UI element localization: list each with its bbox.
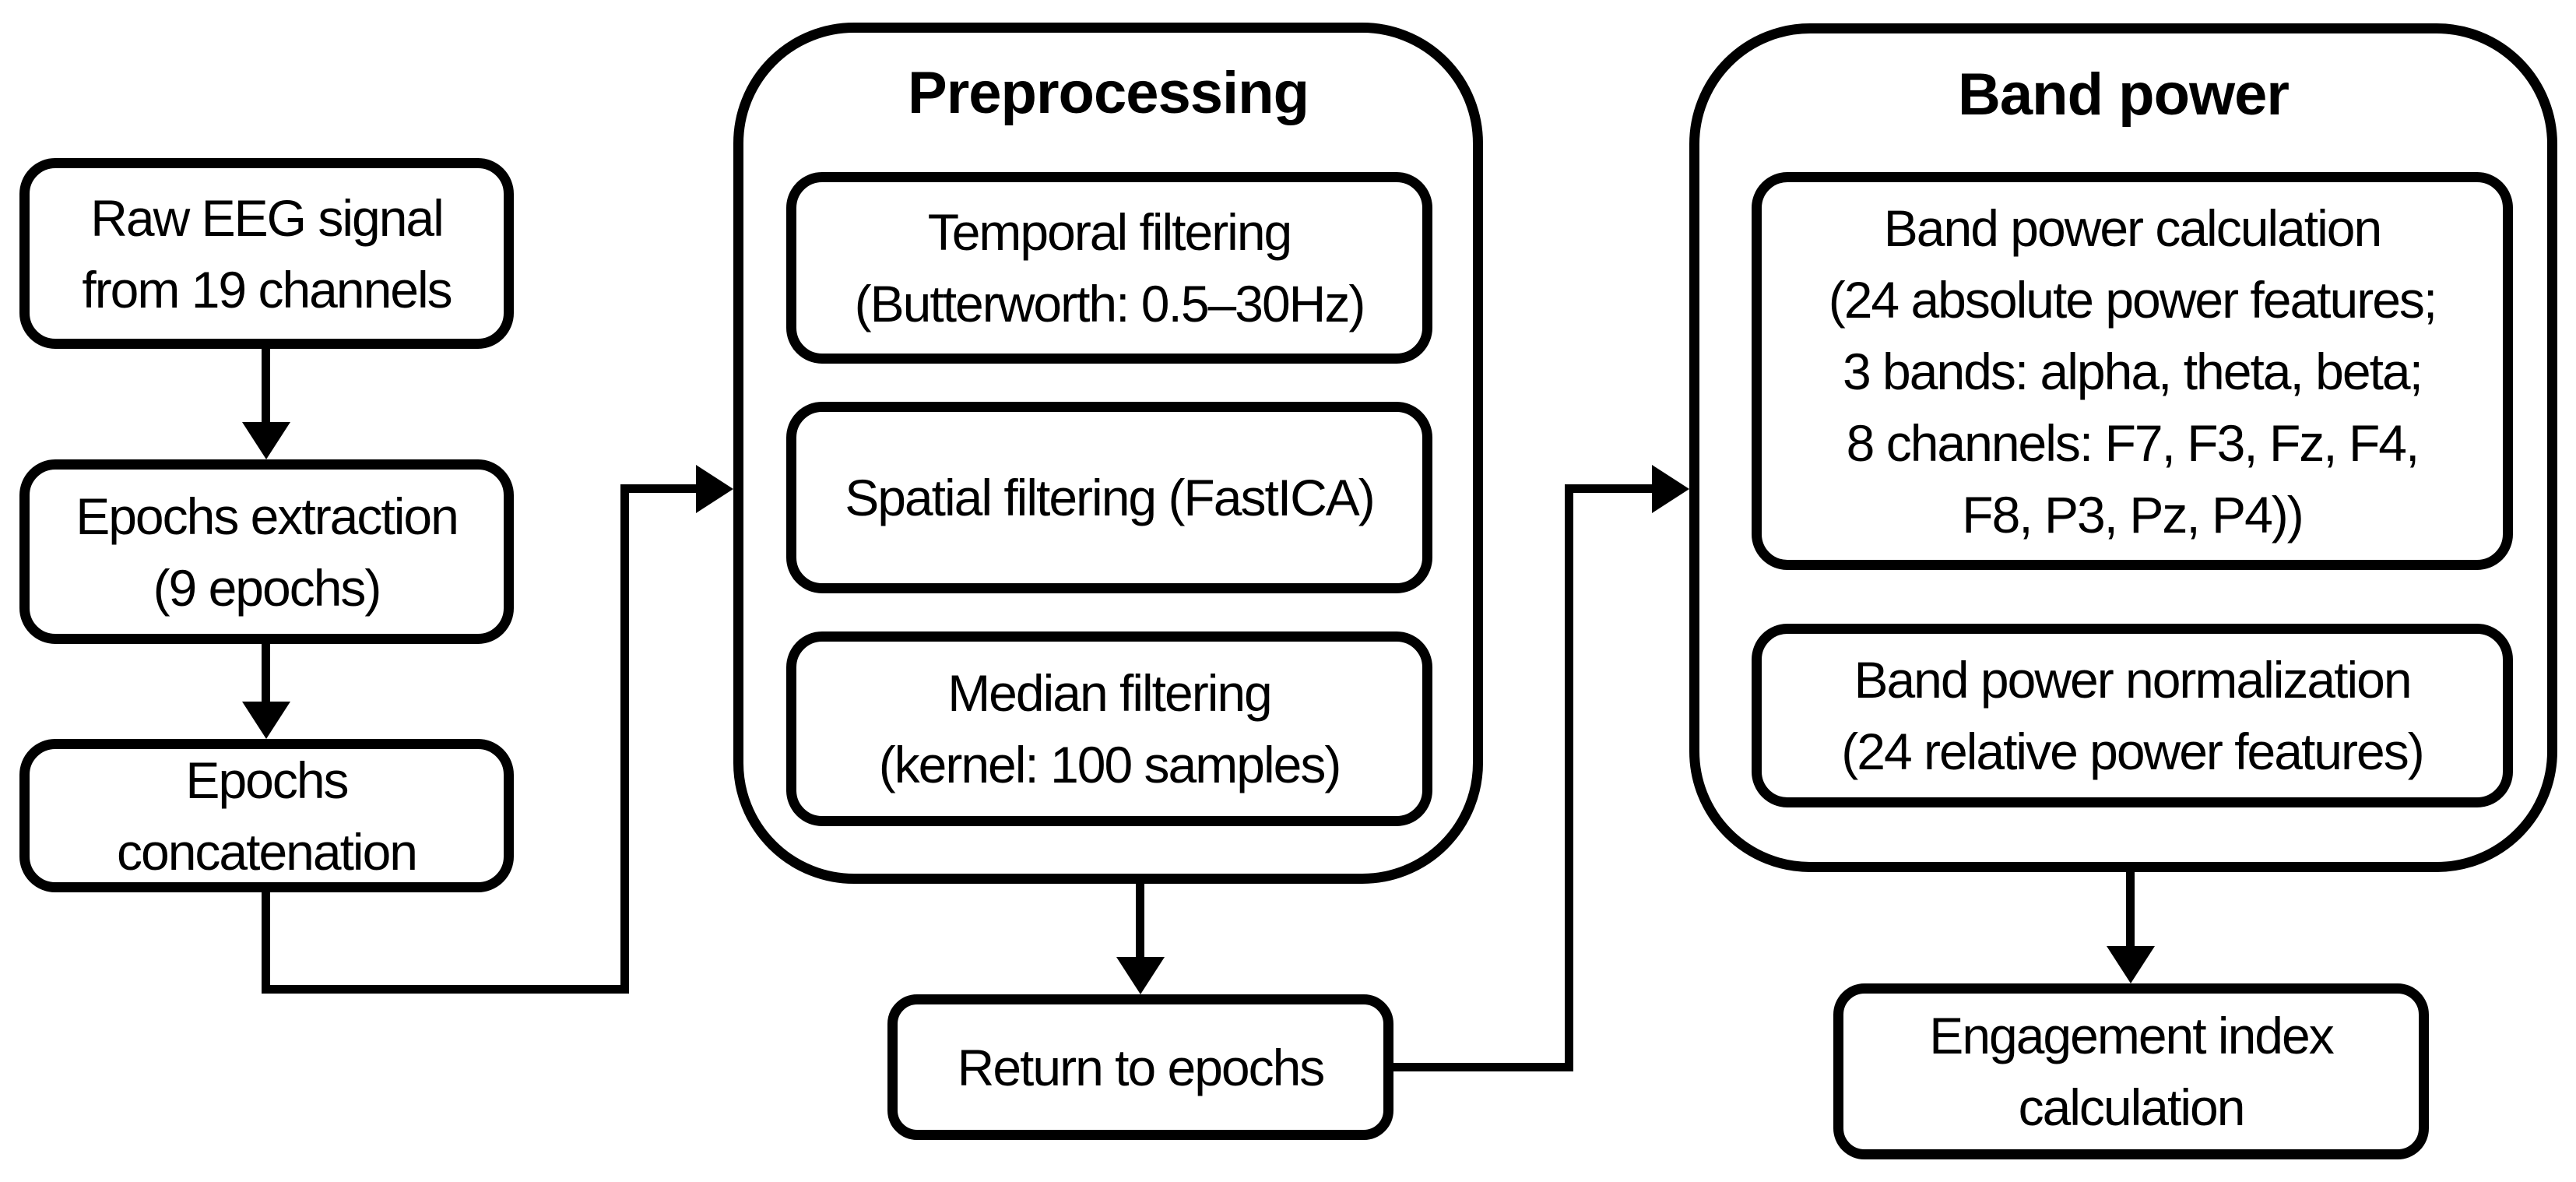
connector-return-to-bandpower-seg2 [1565, 484, 1573, 1071]
connector-concat-to-preprocessing-arrowhead [696, 465, 733, 513]
connector-concat-to-preprocessing-seg1 [262, 890, 270, 994]
node-return-to-epochs: Return to epochs [887, 994, 1393, 1140]
node-epochs-extraction: Epochs extraction (9 epochs) [19, 459, 514, 644]
connector-raw-to-extraction-arrowhead [242, 422, 290, 459]
connector-return-to-bandpower-seg1 [1393, 1063, 1573, 1071]
connector-bandpower-to-engagement-shaft [2126, 871, 2135, 948]
node-engagement-index: Engagement index calculation [1833, 983, 2429, 1159]
group-preprocessing-title: Preprocessing [908, 60, 1309, 126]
connector-concat-to-preprocessing-seg2 [262, 985, 629, 994]
connector-concat-to-preprocessing-seg3 [620, 484, 629, 994]
connector-return-to-bandpower-seg3 [1565, 484, 1654, 493]
connector-raw-to-extraction-shaft [262, 347, 270, 424]
connector-extraction-to-concatenation-shaft [262, 642, 270, 704]
node-epochs-concatenation: Epochs concatenation [19, 739, 514, 892]
connector-return-to-bandpower-arrowhead [1652, 465, 1689, 513]
connector-bandpower-to-engagement-arrowhead [2107, 946, 2155, 983]
node-spatial-filtering: Spatial filtering (FastICA) [786, 402, 1432, 593]
node-band-power-calculation: Band power calculation (24 absolute powe… [1752, 172, 2513, 570]
node-temporal-filtering: Temporal filtering (Butterworth: 0.5–30H… [786, 172, 1432, 364]
node-raw-eeg-signal: Raw EEG signal from 19 channels [19, 158, 514, 349]
connector-concat-to-preprocessing-seg4 [620, 484, 698, 493]
connector-preprocessing-to-return-arrowhead [1116, 957, 1165, 994]
node-band-power-normalization: Band power normalization (24 relative po… [1752, 624, 2513, 807]
connector-extraction-to-concatenation-arrowhead [242, 702, 290, 739]
node-median-filtering: Median filtering (kernel: 100 samples) [786, 631, 1432, 826]
connector-preprocessing-to-return-shaft [1136, 882, 1144, 960]
group-band-power-title: Band power [1958, 62, 2290, 128]
